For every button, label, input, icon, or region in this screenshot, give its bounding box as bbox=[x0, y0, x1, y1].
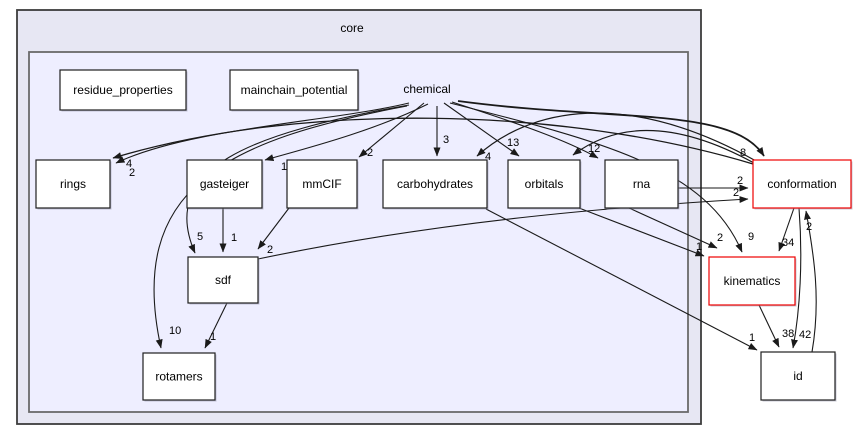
edge-count-carbohydrates-to-id: 1 bbox=[749, 332, 755, 344]
dir-node-box-mmCIF[interactable] bbox=[286, 159, 358, 209]
edge-chemical-to-conformation bbox=[457, 100, 765, 157]
dir-node-label-kinematics: kinematics bbox=[724, 274, 781, 288]
dir-node-label-gasteiger: gasteiger bbox=[200, 177, 249, 191]
dir-node-box-carbohydrates[interactable] bbox=[382, 159, 488, 209]
edge-count-chemical-to-rings: 2 bbox=[129, 167, 135, 179]
cluster-core-label: core bbox=[340, 21, 364, 35]
dir-node-gasteiger[interactable]: gasteiger bbox=[186, 159, 264, 210]
edge-rna-to-kinematics bbox=[628, 207, 718, 249]
edge-kinematics-to-id bbox=[758, 304, 780, 348]
edge-chemical-to-gasteiger bbox=[264, 103, 429, 162]
edge-conformation-to-orbitals bbox=[572, 129, 755, 164]
dir-node-id[interactable]: id bbox=[760, 351, 837, 402]
dir-node-label-conformation: conformation bbox=[767, 177, 836, 191]
edge-count-conformation-to-rings: 4 bbox=[126, 158, 132, 170]
dir-node-box-gasteiger[interactable] bbox=[186, 159, 263, 209]
dir-node-mainchain_potential[interactable]: mainchain_potential bbox=[229, 69, 360, 112]
edge-count-chemical-to-rotamers: 10 bbox=[169, 325, 181, 337]
dir-node-rotamers[interactable]: rotamers bbox=[142, 352, 217, 402]
edge-count-chemical-to-rna: 12 bbox=[588, 143, 600, 155]
dir-node-carbohydrates[interactable]: carbohydrates bbox=[382, 159, 489, 210]
dir-node-orbitals[interactable]: orbitals bbox=[507, 159, 582, 210]
edge-count-rna-to-kinematics: 2 bbox=[717, 232, 723, 244]
edge-count-id-to-conformation: 2 bbox=[806, 221, 812, 233]
dir-node-label-orbitals: orbitals bbox=[525, 177, 564, 191]
edge-carbohydrates-to-id bbox=[485, 208, 758, 351]
dir-node-sdf[interactable]: sdf bbox=[187, 256, 260, 305]
dir-node-box-rotamers[interactable] bbox=[142, 352, 216, 401]
dir-node-residue_properties[interactable]: residue_properties bbox=[59, 69, 188, 112]
dir-node-box-residue_properties[interactable] bbox=[59, 69, 187, 111]
dir-node-box-rings[interactable] bbox=[35, 159, 111, 209]
edge-count-kinematics-to-id: 38 bbox=[782, 328, 794, 340]
dir-node-box-mainchain_potential[interactable] bbox=[229, 69, 359, 111]
dir-node-label-mmCIF: mmCIF bbox=[302, 177, 341, 191]
edge-conformation-to-id bbox=[791, 207, 802, 349]
edge-orbitals-to-kinematics bbox=[578, 207, 705, 257]
dir-node-label-rna: rna bbox=[633, 177, 651, 191]
edge-chemical-to-mmCIF bbox=[358, 102, 425, 158]
edge-count-mmCIF-to-sdf: 2 bbox=[267, 244, 273, 256]
dir-node-kinematics[interactable]: kinematics bbox=[708, 256, 797, 307]
edge-conformation-to-rings bbox=[112, 117, 754, 165]
dir-node-label-rotamers: rotamers bbox=[155, 370, 202, 384]
dir-node-rings[interactable]: rings bbox=[35, 159, 112, 210]
edge-mmCIF-to-sdf bbox=[257, 207, 290, 250]
dir-node-box-id[interactable] bbox=[760, 351, 836, 401]
edge-count-rna-to-conformation: 2 bbox=[737, 175, 743, 187]
dir-node-box-orbitals[interactable] bbox=[507, 159, 581, 209]
dir-node-conformation[interactable]: conformation bbox=[752, 159, 853, 210]
dir-node-label-sdf: sdf bbox=[215, 273, 232, 287]
dir-node-mmCIF[interactable]: mmCIF bbox=[286, 159, 359, 210]
edge-count-gasteiger-to-sdf: 1 bbox=[231, 232, 237, 244]
edge-count-chemical-to-orbitals: 13 bbox=[507, 137, 519, 149]
edge-count-orbitals-to-kinematics: 1 bbox=[696, 241, 702, 253]
dir-node-rna[interactable]: rna bbox=[604, 159, 680, 210]
dir-nodes: residue_properties mainchain_potentialrin… bbox=[35, 69, 853, 402]
dir-node-label-id: id bbox=[793, 369, 802, 383]
edge-count-chemical-to-carbohydrates: 3 bbox=[443, 134, 449, 146]
edge-count-chemical-to-conformation: 8 bbox=[740, 147, 746, 159]
dir-node-label-rings: rings bbox=[60, 177, 86, 191]
edge-count-chemical-to-sdf: 5 bbox=[197, 231, 203, 243]
edge-sdf-to-conformation bbox=[257, 196, 749, 260]
edge-id-to-conformation bbox=[804, 210, 817, 353]
dir-node-box-conformation[interactable] bbox=[752, 159, 852, 209]
edge-chemical-to-sdf bbox=[186, 104, 410, 254]
edge-count-conformation-to-id: 42 bbox=[799, 329, 811, 341]
edge-count-chemical-to-kinematics: 9 bbox=[748, 231, 754, 243]
edge-sdf-to-rotamers bbox=[204, 302, 228, 349]
edge-count-sdf-to-rotamers: 1 bbox=[210, 331, 216, 343]
dir-node-label-mainchain_potential: mainchain_potential bbox=[241, 83, 348, 97]
dir-node-label-residue_properties: residue_properties bbox=[73, 83, 172, 97]
edge-count-conformation-to-kinematics: 34 bbox=[782, 237, 794, 249]
dir-node-box-kinematics[interactable] bbox=[708, 256, 796, 306]
edge-count-chemical-to-mmCIF: 2 bbox=[367, 147, 373, 159]
dir-node-label-carbohydrates: carbohydrates bbox=[397, 177, 473, 191]
edge-chemical-to-rings bbox=[115, 102, 410, 164]
dir-node-box-sdf[interactable] bbox=[187, 256, 259, 304]
edge-chemical-to-orbitals bbox=[443, 102, 520, 157]
edge-count-sdf-to-conformation: 2 bbox=[733, 187, 739, 199]
edge-count-conformation-to-carbohydrates: 4 bbox=[485, 151, 491, 163]
chemical-dir-label: chemical bbox=[403, 82, 450, 96]
dir-node-box-rna[interactable] bbox=[604, 159, 679, 209]
edge-conformation-to-kinematics bbox=[778, 207, 795, 252]
